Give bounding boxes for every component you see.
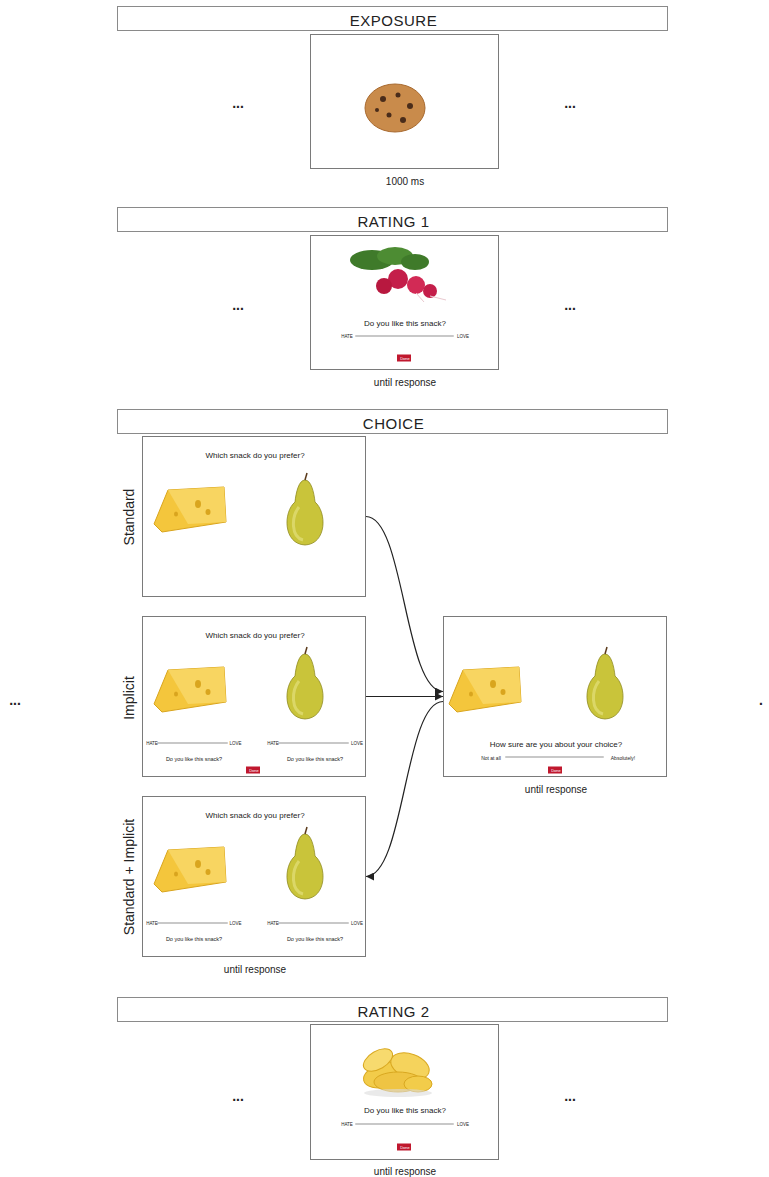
screen-text: HATE — [341, 1123, 353, 1128]
screen-text: HATE — [146, 922, 158, 927]
ellipsis-mark: ... — [564, 96, 576, 110]
flow-arrow — [366, 696, 443, 697]
screen-text: How sure are you about your choice? — [490, 741, 623, 749]
phase-title: RATING 2 — [357, 1003, 429, 1018]
screen-text: Which snack do you prefer? — [205, 632, 304, 640]
confidence-screen: How sure are you about your choice? Not a… — [443, 616, 667, 777]
rating-screen: Do you like this snack?HATELOVEDoneuntil… — [310, 1024, 499, 1160]
screen-text: Do you like this snack? — [166, 937, 222, 943]
rating-screen: Do you like this snack?HATELOVEDoneuntil… — [310, 235, 499, 370]
radish-picture — [350, 247, 446, 302]
screen-text: Do you like this snack? — [287, 937, 343, 943]
screen-text: Done — [400, 357, 410, 361]
ellipsis-mark: ... — [564, 1089, 576, 1103]
screen-text: 1000 ms — [386, 177, 424, 187]
screen-text: Absolutely! — [611, 756, 635, 761]
screen-text: LOVE — [351, 922, 363, 927]
screen-text: HATE — [146, 742, 158, 747]
choice-screen: ImplicitWhich snack do you prefer?HATELO… — [142, 616, 366, 777]
exposure-screen: 1000 ms — [310, 34, 499, 169]
phase-title: RATING 1 — [357, 213, 429, 228]
screen-text: LOVE — [351, 742, 363, 747]
screen-text: Which snack do you prefer? — [205, 452, 304, 460]
screen-text: HATE — [341, 335, 353, 340]
screen-text: until response — [224, 965, 286, 975]
screen-text: Do you like this snack? — [364, 1107, 446, 1115]
screen-text: Do you like this snack? — [166, 757, 222, 763]
screen-text: LOVE — [229, 922, 241, 927]
ellipsis-mark: ... — [232, 298, 244, 312]
flow-arrow — [366, 702, 443, 877]
screen-text: HATE — [267, 742, 279, 747]
screen-text: Which snack do you prefer? — [205, 812, 304, 820]
screen-text: LOVE — [457, 335, 469, 340]
screen-text: Standard — [122, 489, 136, 546]
phase-title: CHOICE — [363, 415, 424, 430]
food-pictures — [154, 473, 623, 899]
screen-text: Do you like this snack? — [364, 320, 446, 328]
screen-text: Done — [551, 769, 561, 773]
screen-text: until response — [374, 378, 436, 388]
screen-text: Not at all — [481, 756, 501, 761]
choice-screen: Standard + ImplicitWhich snack do you pr… — [142, 796, 366, 957]
screen-text: Done — [249, 769, 259, 773]
ellipsis-mark: ... — [232, 96, 244, 110]
screen-text: LOVE — [457, 1123, 469, 1128]
screen-text: Standard + Implicit — [122, 819, 136, 935]
screen-text: Do you like this snack? — [287, 757, 343, 763]
ellipsis-mark: . — [759, 693, 763, 707]
phase-title: EXPOSURE — [350, 12, 437, 27]
ellipsis-mark: ... — [9, 693, 21, 707]
screen-text: Done — [400, 1146, 410, 1150]
screen-text: until response — [525, 785, 587, 795]
ellipsis-mark: ... — [232, 1089, 244, 1103]
chips-picture — [360, 1044, 433, 1097]
flow-arrow — [366, 517, 443, 692]
cookie-picture — [365, 84, 425, 132]
phase-band: EXPOSURE — [117, 6, 668, 31]
done-buttons — [246, 355, 562, 1151]
ellipsis-mark: ... — [564, 298, 576, 312]
screen-text: Implicit — [122, 676, 136, 720]
screen-text: until response — [374, 1167, 436, 1177]
screen-text: LOVE — [229, 742, 241, 747]
phase-band: RATING 1 — [117, 207, 668, 232]
choice-screen: StandardWhich snack do you prefer? — [142, 436, 366, 597]
phase-band: CHOICE — [117, 409, 668, 434]
phase-band: RATING 2 — [117, 997, 668, 1022]
screen-text: HATE — [267, 922, 279, 927]
